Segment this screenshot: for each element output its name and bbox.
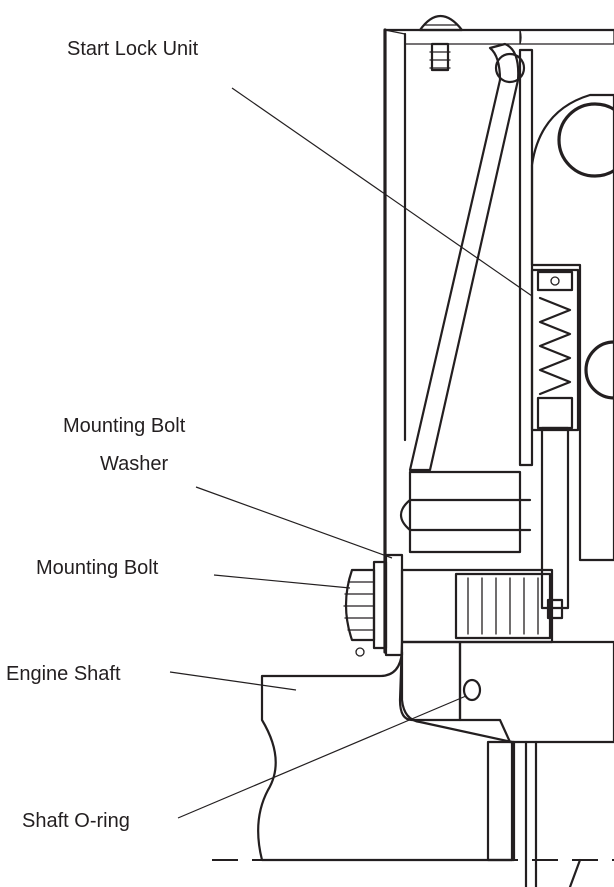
hub — [398, 640, 614, 744]
mounting-bolt-assembly — [343, 553, 554, 657]
top-cover-hatch-right — [519, 29, 614, 45]
cover-shell-wall — [408, 42, 520, 472]
rotor-body — [530, 93, 614, 562]
spacer-block-body — [408, 470, 522, 554]
mounting-bolt-shank — [400, 568, 554, 644]
label-mounting-bolt-washer-line1: Mounting Bolt — [63, 415, 186, 437]
label-mounting-bolt-washer-line2: Washer — [100, 453, 169, 475]
hub-flange — [398, 640, 462, 722]
hub-body — [458, 640, 614, 744]
label-mounting-bolt: Mounting Bolt — [36, 557, 159, 579]
inner-shell-wall — [518, 48, 534, 467]
leader-start-lock-unit — [231, 87, 533, 297]
mounting-bolt-washer — [384, 553, 404, 657]
top-cover-hatch — [384, 29, 522, 45]
start-lock-unit — [530, 268, 580, 620]
leader-engine-shaft — [169, 671, 297, 691]
leader-mounting-bolt — [213, 574, 351, 589]
rotor-hole-lower — [584, 340, 614, 400]
lock-housing — [530, 268, 580, 432]
cover-bead — [494, 52, 526, 84]
engine-shaft-body — [257, 650, 514, 862]
lock-plunger — [540, 426, 570, 610]
shaft-o-ring — [462, 678, 482, 702]
housing — [383, 14, 614, 654]
spacer-block — [399, 470, 532, 554]
top-screw-shank — [430, 42, 450, 72]
top-screw-head — [418, 14, 464, 32]
leader-shaft-o-ring — [177, 695, 467, 819]
engine-shaft — [212, 650, 614, 887]
mounting-bolt-head — [344, 568, 376, 642]
label-engine-shaft: Engine Shaft — [6, 663, 121, 685]
lock-spring — [538, 296, 572, 396]
rotor — [530, 93, 614, 562]
label-shaft-o-ring: Shaft O-ring — [22, 810, 130, 832]
cover-shell — [408, 42, 534, 472]
label-start-lock-unit: Start Lock Unit — [67, 38, 199, 60]
rotor-hole — [557, 102, 614, 178]
leader-mounting-bolt-washer — [195, 486, 393, 559]
